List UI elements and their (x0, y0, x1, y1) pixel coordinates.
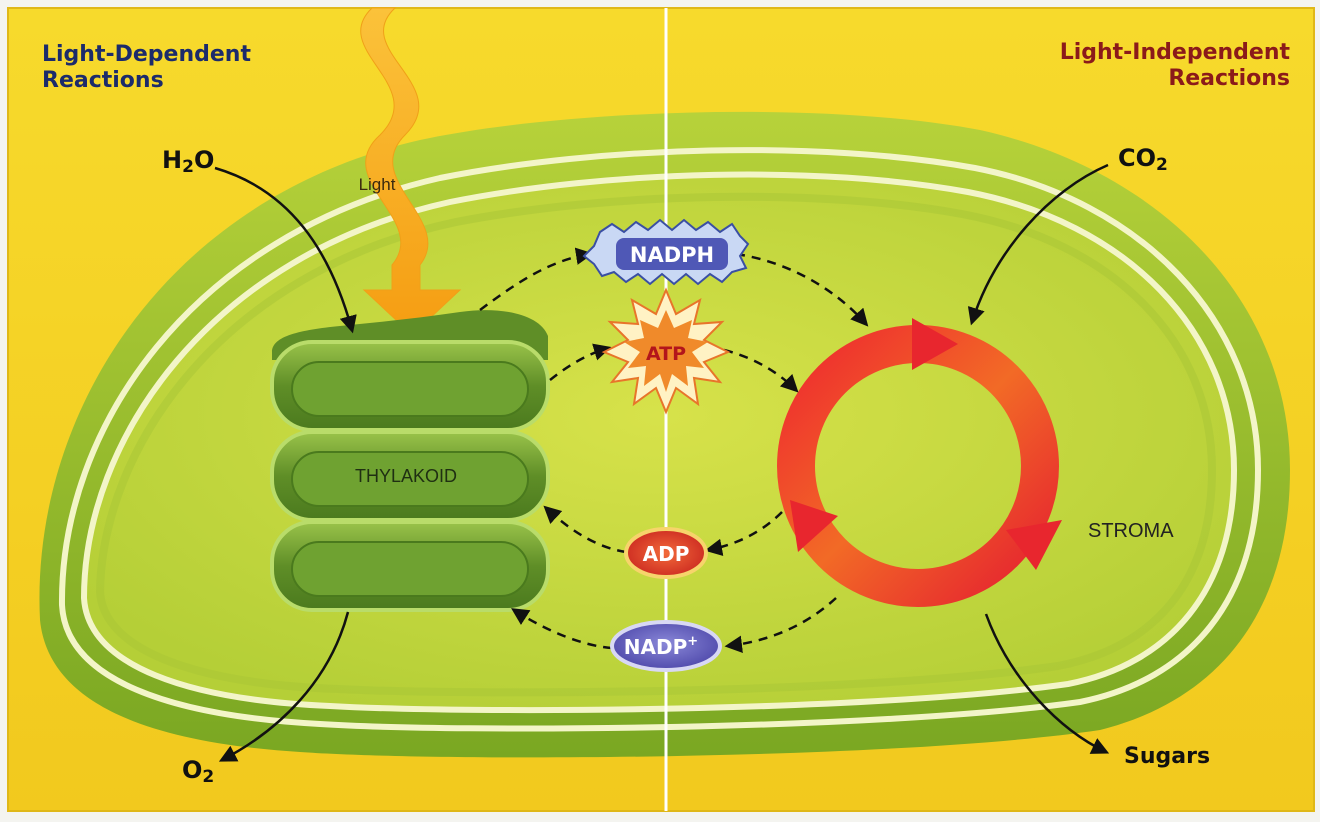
nadp-label: NADP (624, 635, 687, 659)
atp-label: ATP (646, 343, 686, 365)
water-label: H2O (162, 146, 214, 177)
oxygen-label: O2 (182, 756, 214, 787)
adp-label: ADP (643, 542, 690, 566)
thylakoid-label: THYLAKOID (355, 466, 457, 486)
nadp-badge: NADP+ (612, 622, 720, 670)
water-base: H (162, 146, 182, 174)
water-tail: O (194, 146, 214, 174)
co2-sub: 2 (1156, 155, 1168, 175)
sugars-label: Sugars (1124, 744, 1210, 769)
nadph-label: NADPH (630, 243, 714, 267)
thylakoid-stack (272, 310, 548, 610)
water-sub: 2 (182, 157, 194, 177)
header-left-line-1: Light-Dependent (42, 42, 251, 68)
oxygen-sub: 2 (202, 767, 214, 787)
header-left-line-2: Reactions (42, 68, 251, 94)
nadph-badge: NADPH (584, 220, 748, 284)
light-label: Light (359, 175, 396, 194)
header-right-line-2: Reactions (1060, 66, 1290, 92)
svg-text:NADP+: NADP+ (624, 634, 698, 659)
co2-base: CO (1118, 144, 1156, 172)
stroma-label: STROMA (1088, 520, 1174, 543)
co2-label: CO2 (1118, 144, 1168, 175)
light-independent-header: Light-Independent Reactions (1060, 40, 1290, 92)
nadp-plus: + (687, 634, 698, 649)
light-dependent-header: Light-Dependent Reactions (42, 42, 251, 94)
adp-badge: ADP (626, 529, 706, 577)
header-right-line-1: Light-Independent (1060, 40, 1290, 66)
oxygen-base: O (182, 756, 202, 784)
